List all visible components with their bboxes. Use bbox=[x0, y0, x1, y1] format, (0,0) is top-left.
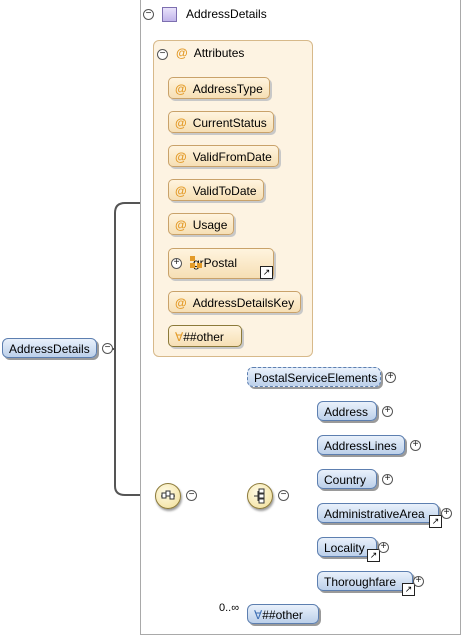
expand-toggle-icon[interactable]: + bbox=[385, 372, 396, 383]
any-attribute-label: ##other bbox=[183, 330, 224, 344]
type-icon bbox=[162, 7, 177, 22]
attribute-icon: @ bbox=[175, 116, 187, 130]
attribute-icon: @ bbox=[175, 218, 187, 232]
expand-toggle-icon[interactable]: + bbox=[171, 258, 182, 269]
expand-toggle-icon[interactable]: + bbox=[410, 440, 421, 451]
attribute-group-grpostal[interactable]: grPostal bbox=[168, 248, 274, 279]
type-header-label: AddressDetails bbox=[186, 7, 267, 21]
reference-arrow-icon: ↗ bbox=[402, 583, 415, 596]
attribute-label: AddressType bbox=[192, 82, 263, 96]
attribute-icon: @ bbox=[175, 150, 187, 164]
attribute-label: AddressDetailsKey bbox=[192, 296, 295, 310]
attribute-usage[interactable]: @ Usage bbox=[168, 213, 235, 235]
reference-arrow-icon: ↗ bbox=[429, 515, 442, 528]
attribute-icon: @ bbox=[176, 46, 188, 60]
attribute-label: CurrentStatus bbox=[192, 116, 267, 130]
element-administrative-area[interactable]: AdministrativeArea bbox=[317, 503, 439, 523]
reference-arrow-icon: ↗ bbox=[260, 266, 273, 279]
any-element-label: ##other bbox=[262, 608, 303, 622]
reference-arrow-icon: ↗ bbox=[367, 549, 380, 562]
expand-toggle-icon[interactable]: + bbox=[413, 576, 424, 587]
any-attribute[interactable]: ∀##other bbox=[168, 325, 242, 347]
expand-toggle-icon[interactable]: + bbox=[441, 508, 452, 519]
collapse-toggle-icon[interactable]: − bbox=[278, 490, 289, 501]
sequence-compositor-icon[interactable] bbox=[155, 483, 181, 509]
attribute-current-status[interactable]: @ CurrentStatus bbox=[168, 111, 274, 133]
attribute-icon: @ bbox=[175, 184, 187, 198]
collapse-toggle-icon[interactable]: − bbox=[143, 9, 154, 20]
attribute-label: Usage bbox=[192, 218, 228, 232]
attribute-icon: @ bbox=[175, 296, 187, 310]
any-icon: ∀ bbox=[254, 608, 263, 622]
element-thoroughfare[interactable]: Thoroughfare bbox=[317, 571, 413, 591]
attributes-title: @ Attributes bbox=[176, 46, 244, 60]
expand-toggle-icon[interactable]: + bbox=[382, 474, 393, 485]
element-locality[interactable]: Locality bbox=[317, 537, 377, 557]
collapse-toggle-icon[interactable]: − bbox=[157, 49, 168, 60]
expand-toggle-icon[interactable]: + bbox=[378, 542, 389, 553]
element-country[interactable]: Country bbox=[317, 469, 377, 489]
any-element[interactable]: ∀##other bbox=[247, 604, 319, 624]
attribute-icon: @ bbox=[175, 82, 187, 96]
attribute-valid-to-date[interactable]: @ ValidToDate bbox=[168, 179, 264, 201]
attribute-group-label: grPostal bbox=[193, 256, 238, 270]
attributes-title-label: Attributes bbox=[193, 46, 245, 60]
collapse-toggle-icon[interactable]: − bbox=[102, 343, 113, 354]
attribute-valid-from-date[interactable]: @ ValidFromDate bbox=[168, 145, 279, 167]
attribute-group-icon bbox=[190, 256, 204, 270]
expand-toggle-icon[interactable]: + bbox=[382, 406, 393, 417]
attribute-address-type[interactable]: @ AddressType bbox=[168, 77, 270, 99]
attribute-address-details-key[interactable]: @ AddressDetailsKey bbox=[168, 291, 302, 313]
choice-compositor-icon[interactable] bbox=[247, 483, 273, 509]
any-icon: ∀ bbox=[175, 330, 184, 344]
root-element[interactable]: AddressDetails bbox=[2, 338, 97, 358]
collapse-toggle-icon[interactable]: − bbox=[186, 490, 197, 501]
any-occurrence-label: 0..∞ bbox=[219, 602, 240, 614]
element-postal-service-elements[interactable]: PostalServiceElements bbox=[247, 367, 381, 387]
element-address-lines[interactable]: AddressLines bbox=[317, 435, 405, 455]
element-address[interactable]: Address bbox=[317, 401, 377, 421]
attribute-label: ValidFromDate bbox=[192, 150, 272, 164]
attribute-label: ValidToDate bbox=[192, 184, 257, 198]
